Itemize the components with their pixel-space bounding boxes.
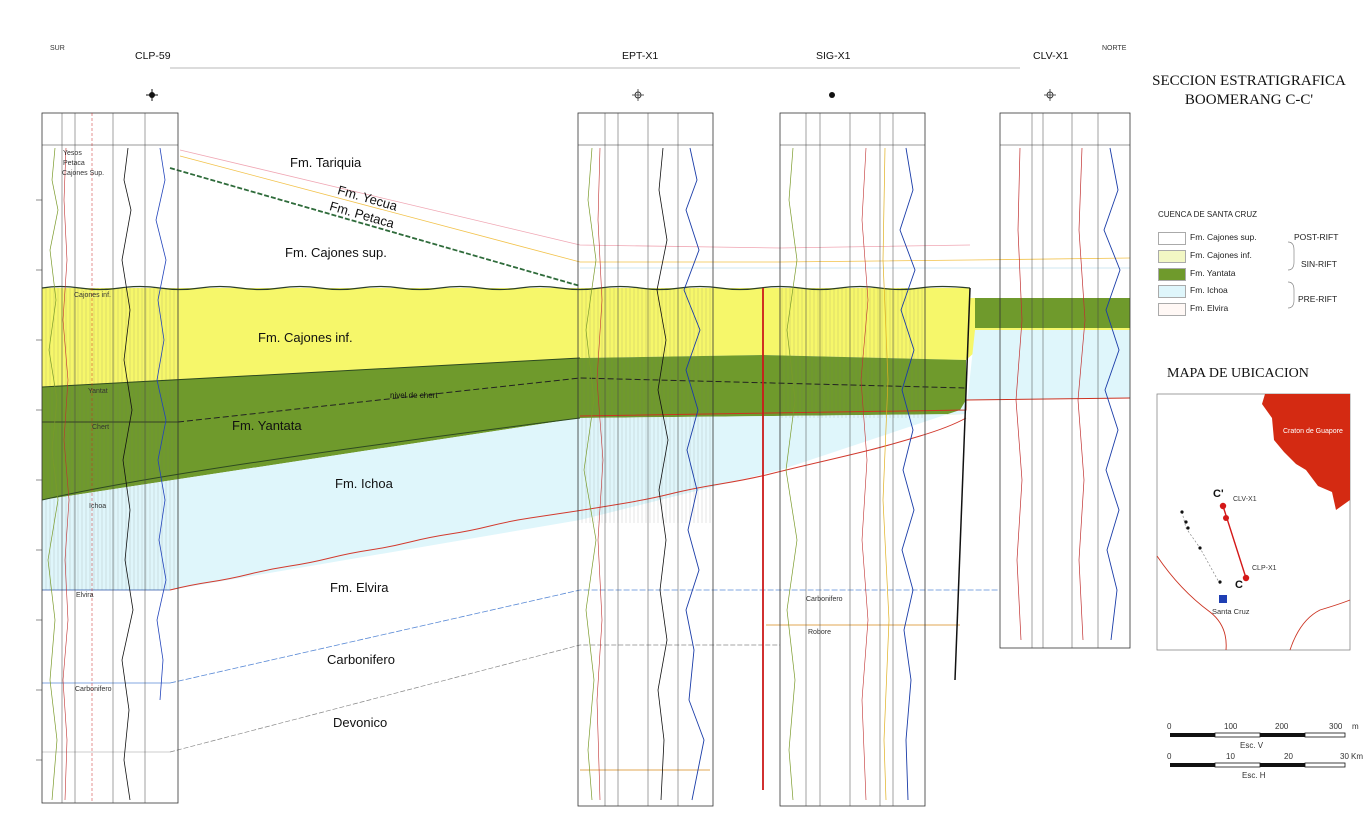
depth-ticks xyxy=(36,200,42,760)
map-point-c xyxy=(1243,575,1249,581)
vscale-tick-2: 200 xyxy=(1275,722,1288,731)
map-craton-label: Craton de Guapore xyxy=(1283,428,1343,435)
santa-cruz-marker xyxy=(1219,595,1227,603)
legend-title: CUENCA DE SANTA CRUZ xyxy=(1158,210,1257,219)
label-fm-yantata: Fm. Yantata xyxy=(232,418,302,433)
well-label-clp59: CLP-59 xyxy=(135,50,171,62)
vscale-tick-0: 0 xyxy=(1167,722,1171,731)
well-symbol-clp59 xyxy=(146,89,158,101)
hscale-tick-3: 30 xyxy=(1340,752,1349,761)
marker-yantata: Yantat xyxy=(88,388,108,395)
label-fm-cajones-sup: Fm. Cajones sup. xyxy=(285,245,387,260)
north-label: NORTE xyxy=(1102,45,1126,52)
legend-label-cajones-inf: Fm. Cajones inf. xyxy=(1190,250,1252,260)
petaca-top-line xyxy=(170,168,580,286)
label-nivel-chert: nivel de chert xyxy=(390,391,438,400)
legend-group-sin-rift: SIN-RIFT xyxy=(1301,259,1337,269)
marker-elvira: Elvira xyxy=(76,592,94,599)
vertical-scale-bar xyxy=(1170,733,1345,737)
hscale-tick-1: 10 xyxy=(1226,752,1235,761)
well-label-sigx1: SIG-X1 xyxy=(816,50,850,62)
label-fm-cajones-inf: Fm. Cajones inf. xyxy=(258,330,353,345)
legend-swatch-cajones-inf xyxy=(1158,250,1186,263)
legend-swatch-yantata xyxy=(1158,268,1186,281)
map-label-c-prime: C' xyxy=(1213,488,1224,500)
legend-label-elvira: Fm. Elvira xyxy=(1190,303,1228,313)
map-point-c-prime xyxy=(1220,503,1226,509)
vscale-unit: m xyxy=(1352,722,1359,731)
legend: CUENCA DE SANTA CRUZ Fm. Cajones sup. Fm… xyxy=(1158,205,1358,305)
section-title-line2: BOOMERANG C-C' xyxy=(1138,91,1360,110)
marker-carbonifero-clp: Carbonifero xyxy=(75,686,112,693)
legend-label-yantata: Fm. Yantata xyxy=(1190,268,1236,278)
vscale-tick-3: 300 xyxy=(1329,722,1342,731)
map-label-clp: CLP-X1 xyxy=(1252,565,1277,572)
legend-group-pre-rift: PRE-RIFT xyxy=(1298,294,1337,304)
hscale-tick-2: 20 xyxy=(1284,752,1293,761)
section-title: SECCION ESTRATIGRAFICA BOOMERANG C-C' xyxy=(1138,72,1360,110)
marker-yesos: Yesos xyxy=(63,150,82,157)
well-label-clvx1: CLV-X1 xyxy=(1033,50,1068,62)
map-title: MAPA DE UBICACION xyxy=(1167,366,1309,382)
marker-chert: Chert xyxy=(92,424,109,431)
legend-swatch-elvira xyxy=(1158,303,1186,316)
hscale-label: Esc. H xyxy=(1242,771,1266,780)
vscale-tick-1: 100 xyxy=(1224,722,1237,731)
label-fm-tariquia: Fm. Tariquia xyxy=(290,155,361,170)
label-carbonifero: Carbonifero xyxy=(327,652,395,667)
carbonifero-top-line xyxy=(170,590,1000,683)
marker-cajones-inf: Cajones inf. xyxy=(74,292,111,299)
legend-swatch-ichoa xyxy=(1158,285,1186,298)
well-symbol-eptx1 xyxy=(632,89,644,101)
horizontal-scale-bar xyxy=(1170,763,1345,767)
legend-swatch-cajones-sup xyxy=(1158,232,1186,245)
marker-cajones-sup: Cajones Sup. xyxy=(62,170,104,177)
map-label-clv: CLV-X1 xyxy=(1233,496,1257,503)
south-label: SUR xyxy=(50,45,65,52)
legend-label-cajones-sup: Fm. Cajones sup. xyxy=(1190,232,1257,242)
hscale-tick-0: 0 xyxy=(1167,752,1171,761)
vscale-label: Esc. V xyxy=(1240,741,1263,750)
marker-carbonifero-sig: Carbonifero xyxy=(806,596,843,603)
legend-group-post-rift: POST-RIFT xyxy=(1294,232,1338,242)
well-label-eptx1: EPT-X1 xyxy=(622,50,658,62)
marker-robore: Robore xyxy=(808,629,831,636)
legend-label-ichoa: Fm. Ichoa xyxy=(1190,285,1228,295)
devonico-top-line xyxy=(170,645,780,752)
section-title-line1: SECCION ESTRATIGRAFICA xyxy=(1138,72,1360,91)
label-devonico: Devonico xyxy=(333,715,387,730)
label-fm-ichoa: Fm. Ichoa xyxy=(335,476,393,491)
legend-brackets xyxy=(1286,240,1300,320)
hscale-unit: Km xyxy=(1351,752,1363,761)
label-fm-elvira: Fm. Elvira xyxy=(330,580,389,595)
marker-petaca: Petaca xyxy=(63,160,85,167)
map-label-c: C xyxy=(1235,579,1243,591)
well-symbol-sigx1 xyxy=(829,92,835,98)
map-label-santa-cruz: Santa Cruz xyxy=(1212,607,1250,616)
marker-ichoa: Ichoa xyxy=(89,503,106,510)
well-symbol-clvx1 xyxy=(1044,89,1056,101)
